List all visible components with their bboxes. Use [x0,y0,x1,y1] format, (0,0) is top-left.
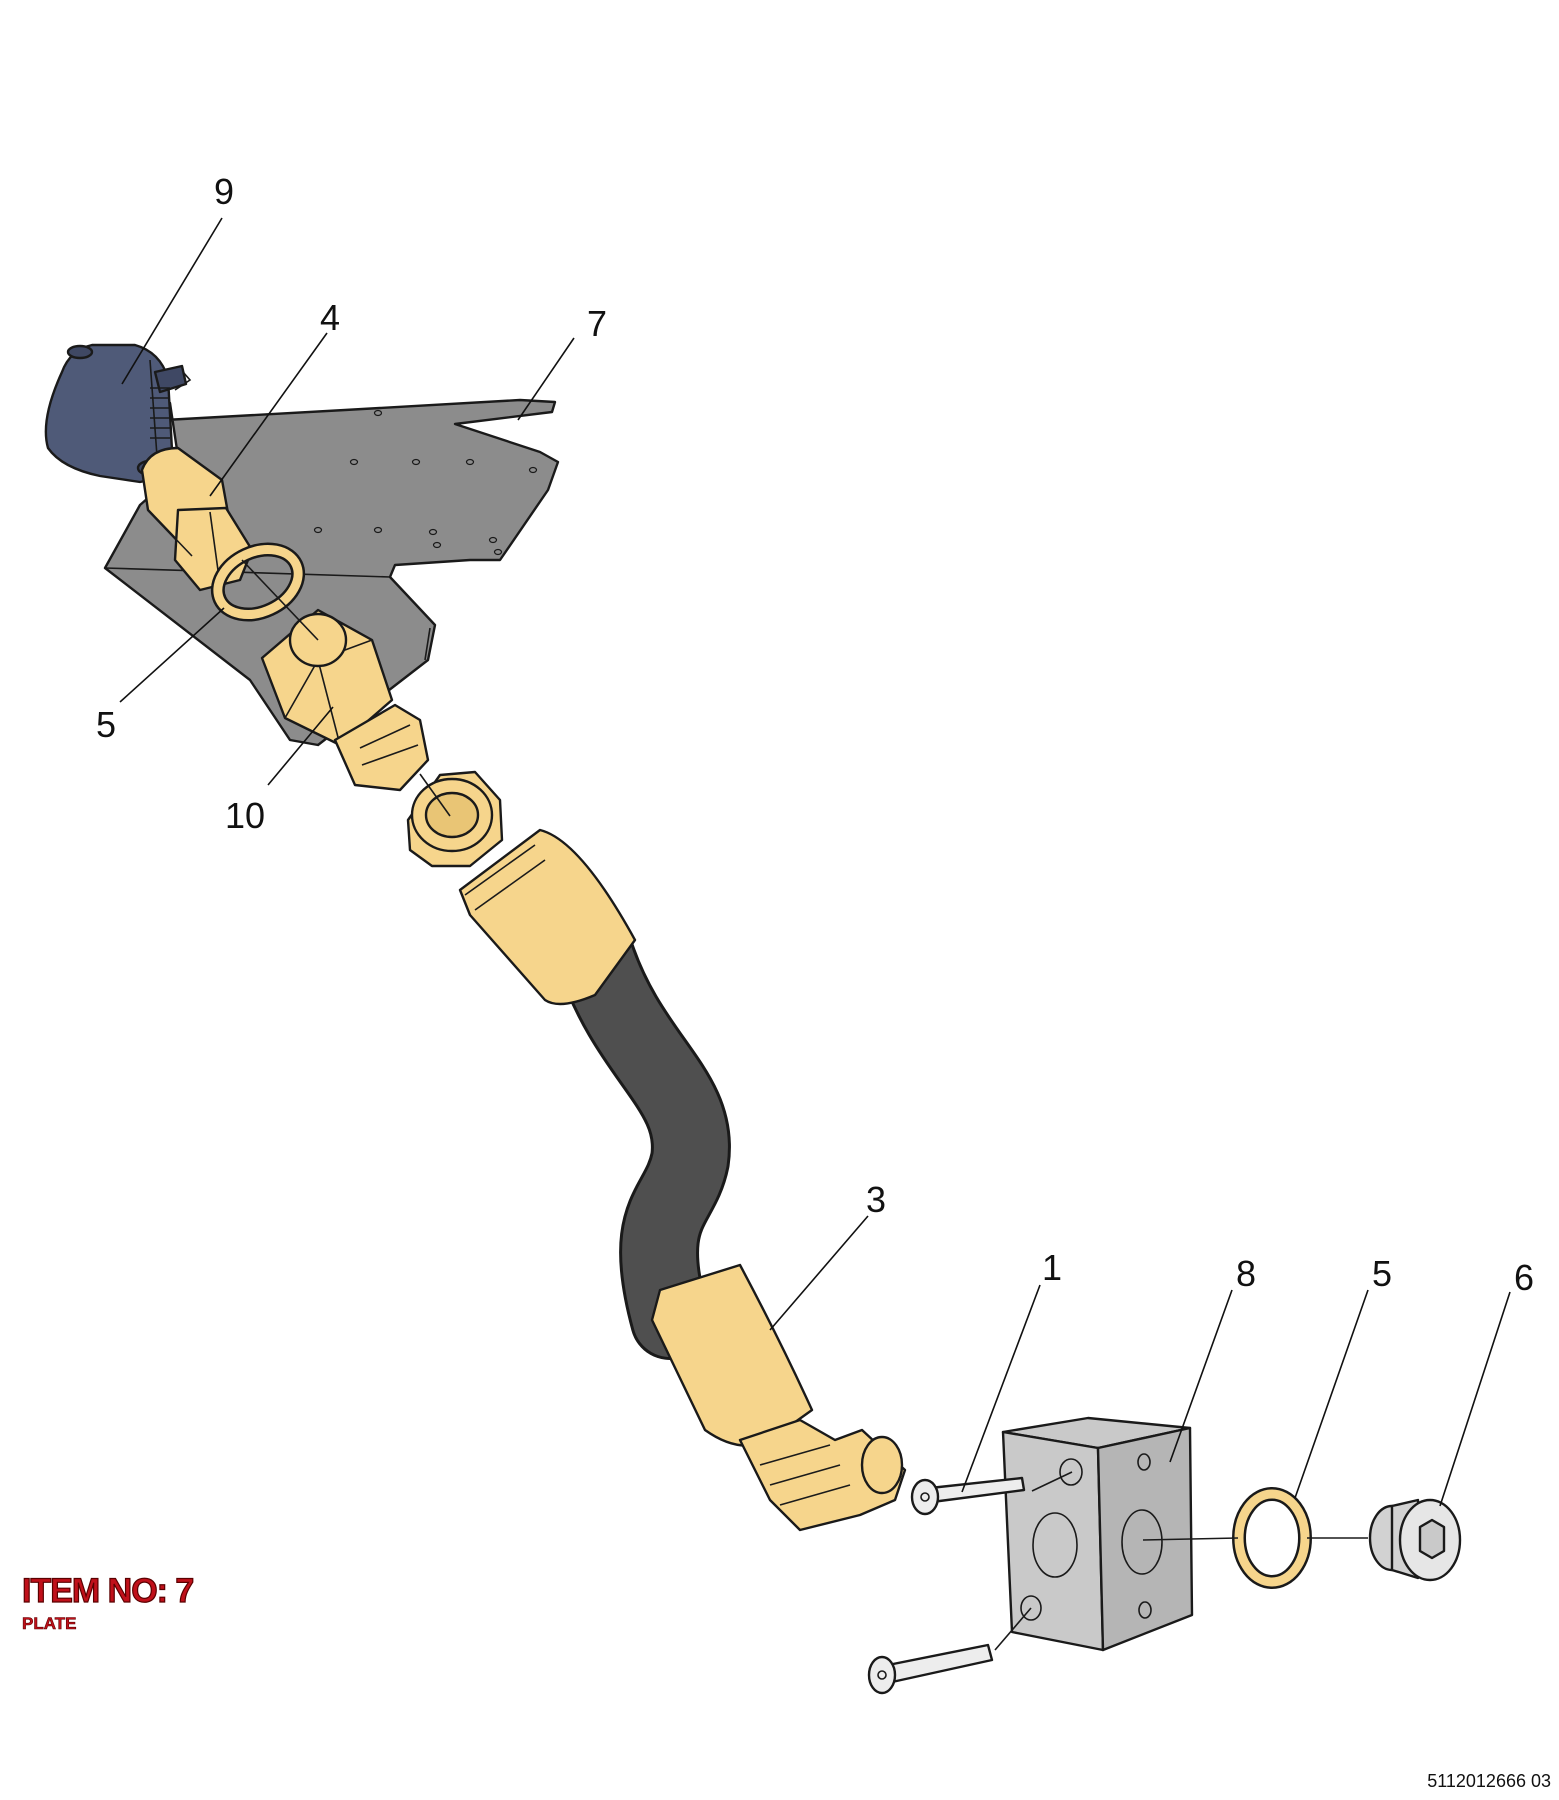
callout-7: 7 [587,303,607,344]
callout-5-upper: 5 [96,704,116,745]
plug-part-6 [1368,1498,1462,1582]
callout-3: 3 [866,1179,886,1220]
callouts: 9 4 7 5 10 3 1 8 5 6 [96,171,1534,1298]
item-name-subtitle: PLATE [22,1614,77,1634]
sealing-ring-part-5-upper [210,542,306,622]
block-part-8 [1001,1416,1194,1652]
drawing-number: 5112012666 03 [1427,1771,1551,1791]
sealing-ring-part-5-lower [1232,1487,1312,1589]
screw-part-1-lower [867,1643,994,1695]
screw-part-1-upper [910,1476,1026,1516]
item-number-title: ITEM NO: 7 [21,1571,195,1610]
leader-lines [119,217,1511,1507]
callout-6: 6 [1514,1257,1534,1298]
assembly-axis-lines [241,559,1368,1651]
callout-5-lower: 5 [1372,1253,1392,1294]
callout-1: 1 [1042,1247,1062,1288]
callout-8: 8 [1236,1253,1256,1294]
callout-10: 10 [225,795,265,836]
callout-4: 4 [320,297,340,338]
hose-assembly-part-3 [406,770,907,1532]
callout-9: 9 [214,171,234,212]
